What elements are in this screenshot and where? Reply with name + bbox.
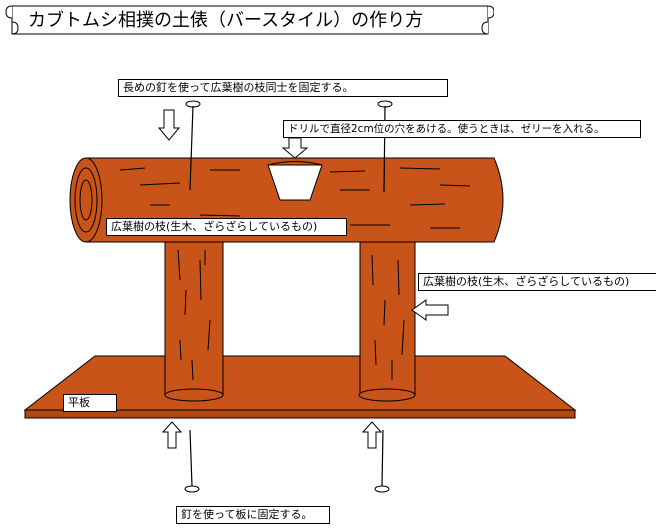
arrow-left-icon — [411, 299, 449, 321]
arrow-down-drill-icon — [281, 137, 309, 159]
long-nail-left-icon — [185, 100, 201, 191]
label-branch-top: 広葉樹の枝(生木、ざらざらしているもの) — [106, 218, 347, 236]
label-board: 平板 — [63, 394, 117, 412]
label-long-nail: 長めの釘を使って広葉樹の枝同士を固定する。 — [118, 79, 448, 97]
label-nail-board: 釘を使って板に固定する。 — [176, 506, 330, 524]
jelly-cup-hole — [267, 164, 323, 201]
scroll-frame-icon — [5, 5, 494, 35]
label-drill-hole: ドリルで直径2cm位の穴をあける。使うときは、ゼリーを入れる。 — [283, 120, 641, 138]
cup-rim — [267, 161, 323, 166]
left-leg — [164, 232, 224, 402]
arrow-up-right-icon — [361, 421, 383, 449]
bottom-nail-left-icon — [184, 429, 200, 493]
right-leg — [358, 232, 416, 402]
label-branch-right: 広葉樹の枝(生木、ざらざらしているもの) — [418, 273, 656, 291]
page-title: カブトムシ相撲の土俵（バースタイル）の作り方 — [28, 10, 424, 31]
bottom-nail-right-icon — [374, 429, 390, 493]
arrow-up-left-icon — [161, 421, 183, 449]
title-banner: カブトムシ相撲の土俵（バースタイル）の作り方 — [4, 4, 494, 37]
arrow-down-icon — [157, 109, 181, 141]
